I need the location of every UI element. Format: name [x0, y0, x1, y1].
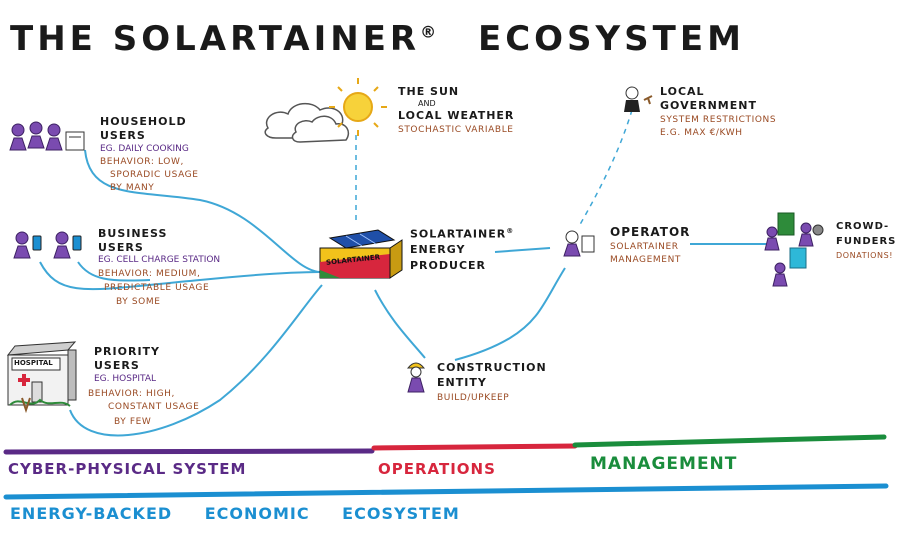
- operator-note-2: MANAGEMENT: [610, 255, 681, 265]
- operator-link: [494, 247, 551, 253]
- construction-link: [374, 289, 426, 359]
- government-note-2: E.G. MAX €/KWH: [660, 128, 743, 138]
- band-cyber-physical: CYBER-PHYSICAL SYSTEM: [8, 460, 247, 478]
- sun-icon: [329, 78, 387, 136]
- priority-label-1: PRIORITY: [94, 345, 161, 358]
- priority-behavior-3: BY FEW: [114, 417, 152, 427]
- business-behavior-2: PREDICTABLE USAGE: [104, 283, 210, 293]
- crowdfunders-label-2: FUNDERS: [836, 236, 897, 247]
- solartainer-container-icon: [319, 229, 403, 279]
- business-example: EG. CELL CHARGE STATION: [98, 255, 221, 265]
- connection-lines: [39, 149, 768, 437]
- household-behavior-3: BY MANY: [110, 183, 155, 193]
- business-link-1: [39, 261, 321, 291]
- page-title: THE SOLARTAINER® ECOSYSTEM: [10, 22, 745, 56]
- weather-label: LOCAL WEATHER: [398, 109, 515, 122]
- sun-label: THE SUN: [398, 85, 460, 98]
- title-registered-mark: ®: [420, 22, 441, 42]
- construction-label-2: ENTITY: [437, 376, 487, 389]
- construction-worker-icon: [406, 362, 426, 393]
- priority-link: [69, 284, 323, 437]
- construction-label-1: CONSTRUCTION: [437, 361, 547, 374]
- household-link: [84, 149, 321, 273]
- household-users-icon: [9, 121, 85, 151]
- priority-label-2: USERS: [94, 359, 140, 372]
- household-label-1: HOUSEHOLD: [100, 115, 187, 128]
- government-note-1: SYSTEM RESTRICTIONS: [660, 115, 777, 125]
- government-label-1: LOCAL: [660, 85, 705, 98]
- priority-behavior-1: BEHAVIOR: HIGH,: [88, 389, 175, 399]
- business-behavior-3: BY SOME: [116, 297, 161, 307]
- producer-registered-mark: ®: [506, 227, 515, 235]
- government-label-2: GOVERNMENT: [660, 99, 757, 112]
- priority-behavior-2: CONSTANT USAGE: [108, 402, 200, 412]
- operator-icon: [563, 230, 595, 257]
- government-icon: [624, 86, 653, 112]
- operator-note-1: SOLARTAINER: [610, 242, 679, 252]
- dashed-links: [355, 109, 633, 229]
- household-behavior-1: BEHAVIOR: LOW,: [100, 157, 184, 167]
- band-operations: OPERATIONS: [378, 460, 496, 478]
- title-tail: ECOSYSTEM: [477, 19, 745, 59]
- producer-label-1: SOLARTAINER®: [410, 228, 514, 240]
- government-dashed-link: [577, 109, 633, 229]
- operator-label: OPERATOR: [610, 225, 691, 239]
- crowdfunders-icon: [764, 212, 824, 287]
- cloud-icon: [264, 102, 350, 143]
- business-label-1: BUSINESS: [98, 227, 168, 240]
- title-main: THE SOLARTAINER: [10, 19, 421, 59]
- operator-construction-link: [454, 267, 566, 361]
- producer-label-3: PRODUCER: [410, 259, 487, 272]
- business-behavior-1: BEHAVIOR: MEDIUM,: [98, 269, 201, 279]
- producer-label-2: ENERGY: [410, 243, 466, 256]
- business-label-2: USERS: [98, 241, 144, 254]
- sun-and: AND: [418, 99, 436, 108]
- household-example: EG. DAILY COOKING: [100, 144, 189, 154]
- hospital-icon: [6, 341, 77, 414]
- domain-bands: [3, 434, 889, 500]
- crowdfunders-note: DONATIONS!: [836, 251, 894, 260]
- band-management: MANAGEMENT: [590, 454, 738, 474]
- sun-note: STOCHASTIC VARIABLE: [398, 125, 514, 135]
- business-users-icon: [13, 231, 82, 259]
- producer-name: SOLARTAINER: [410, 227, 507, 241]
- priority-example: EG. HOSPITAL: [94, 374, 156, 384]
- household-label-2: USERS: [100, 129, 146, 142]
- hospital-sign: HOSPITAL: [14, 359, 53, 367]
- band-ecosystem: ENERGY-BACKED ECONOMIC ECOSYSTEM: [10, 504, 460, 523]
- household-behavior-2: SPORADIC USAGE: [110, 170, 199, 180]
- crowdfunders-label-1: CROWD-: [836, 221, 890, 232]
- business-link-2: [77, 261, 151, 282]
- construction-note: BUILD/UPKEEP: [437, 393, 510, 403]
